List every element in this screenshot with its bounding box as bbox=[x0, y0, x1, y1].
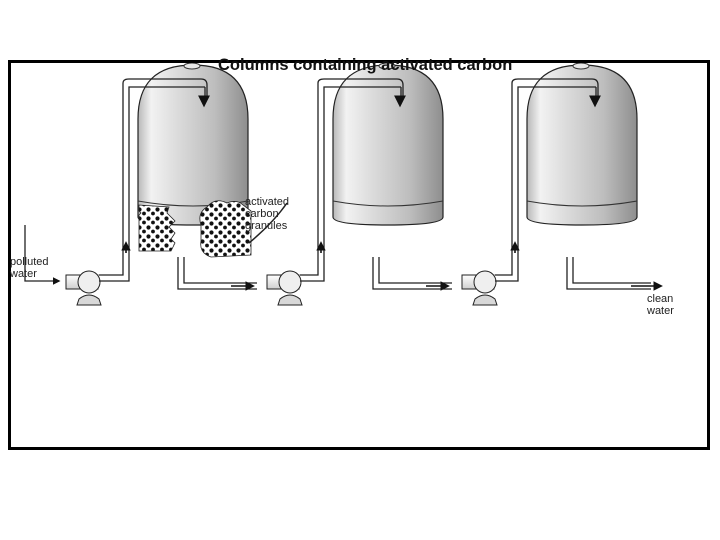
carbon-column-3 bbox=[526, 63, 638, 226]
treatment-diagram bbox=[24, 63, 663, 306]
outlet-pipes bbox=[177, 257, 651, 290]
pump-icon bbox=[266, 270, 303, 306]
granule-cluster-icon bbox=[199, 200, 252, 258]
polluted-water-label: polluted water bbox=[10, 256, 49, 280]
carbon-column-2 bbox=[332, 63, 444, 226]
granule-cluster-icon bbox=[138, 204, 176, 252]
inlet-pipe bbox=[24, 225, 61, 285]
diagram-title: Columns containing activated carbon bbox=[218, 56, 513, 74]
clean-water-label: clean water bbox=[647, 293, 674, 317]
activated-carbon-granules-label: activated carbon granules bbox=[245, 196, 290, 232]
pump-icon bbox=[65, 270, 102, 306]
pump-icon bbox=[461, 270, 498, 306]
carbon-column-1 bbox=[137, 63, 249, 226]
granules-leader-line bbox=[248, 202, 288, 244]
diagram-frame bbox=[8, 60, 710, 450]
riser-pipes bbox=[99, 78, 599, 282]
